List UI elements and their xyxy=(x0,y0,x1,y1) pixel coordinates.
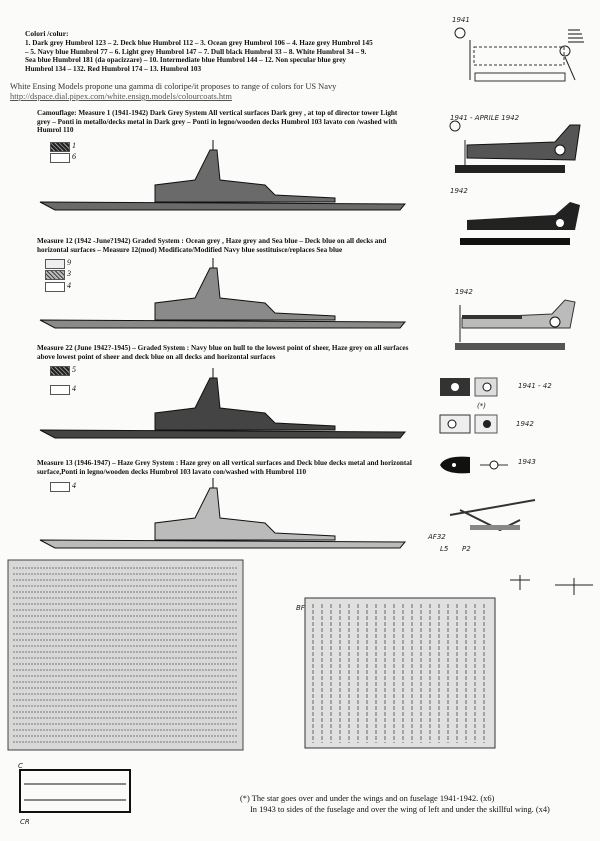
seaplane-b2-profile xyxy=(460,202,580,245)
swatch-number: 4 xyxy=(67,281,71,290)
insignia-marker: (*) xyxy=(477,402,486,410)
aircraft-b-year: 1941 - APRILE 1942 xyxy=(450,114,520,122)
white-ensign-note: White Ensing Models propone una gamma di… xyxy=(10,82,390,102)
part-label-l5: L5 xyxy=(440,545,449,553)
color-swatch xyxy=(45,259,65,269)
part-label-p2: P2 xyxy=(462,545,471,553)
ship-profile-measure-1 xyxy=(39,140,407,211)
ship-profile-measure-13 xyxy=(39,478,407,549)
swatch-number: 5 xyxy=(72,365,76,374)
aircraft-small-views xyxy=(510,575,593,595)
ship-profile-measure-12 xyxy=(39,258,407,329)
aircraft-c-year: 1942 xyxy=(455,288,473,296)
note-line-1: The star goes over and under the wings a… xyxy=(251,794,495,803)
note-line-2: In 1943 to sides of the fuselage and ove… xyxy=(250,805,550,814)
insignia-year: 1943 xyxy=(518,458,536,466)
measure-1-text: Camouflage: Measure 1 (1941-1942) Dark G… xyxy=(37,109,398,135)
ensign-text: White Ensing Models propone una gamma di… xyxy=(10,82,337,91)
swatch-number: 4 xyxy=(72,384,76,393)
ship-hull xyxy=(39,377,407,439)
sprue-label-c: C xyxy=(18,762,23,770)
part-label-af: AF32 xyxy=(428,533,446,541)
parts-sprue-railings xyxy=(19,769,131,813)
pe-label-bf: BF xyxy=(296,604,305,612)
color-swatch xyxy=(45,282,65,292)
color-swatch xyxy=(50,482,70,492)
ensign-link[interactable]: http://dspace.dial.pipex.com/white.ensig… xyxy=(10,92,232,101)
ship-hull xyxy=(39,267,407,329)
seaplane-3d-view xyxy=(449,499,536,532)
measure-12-text: Measure 12 (1942 -June?1942) Graded Syst… xyxy=(37,237,387,254)
measure-13-text: Measure 13 (1946-1947) – Haze Grey Syste… xyxy=(37,459,412,476)
ship-hull xyxy=(39,487,407,549)
ship-hull xyxy=(39,149,407,211)
colors-title: Colori /colur: xyxy=(25,29,69,38)
insignia-year: 1942 xyxy=(516,420,534,428)
swatch-number: 6 xyxy=(72,152,76,161)
color-swatch xyxy=(50,142,70,152)
photo-etch-fret xyxy=(304,597,496,749)
swatch-number: 4 xyxy=(72,481,76,490)
swatch-number: 9 xyxy=(67,258,71,267)
color-swatch xyxy=(50,153,70,163)
wing-insignia-row-2 xyxy=(439,414,498,434)
colors-list: 1. Dark grey Humbrol 123 – 2. Deck blue … xyxy=(25,39,373,73)
measure-22-text: Measure 22 (June 1942?-1945) – Graded Sy… xyxy=(37,344,409,361)
swatch-number: 1 xyxy=(72,141,76,150)
aircraft-a-year: 1941 xyxy=(452,16,470,24)
insignia-note: (*) The star goes over and under the win… xyxy=(240,793,600,815)
seaplane-a-profile xyxy=(454,27,584,82)
wing-insignia-row-3 xyxy=(440,456,508,474)
color-swatch xyxy=(45,270,65,280)
ship-profile-measure-22 xyxy=(39,368,407,439)
seaplane-c-profile xyxy=(455,299,576,350)
sprue-label-cr: CR xyxy=(20,818,30,826)
aircraft-b2-year: 1942 xyxy=(450,187,468,195)
note-marker: (*) xyxy=(240,794,250,803)
color-swatch xyxy=(50,385,70,395)
swatch-number: 3 xyxy=(67,269,71,278)
insignia-year: 1941 - 42 xyxy=(518,382,552,390)
parts-sprue-main xyxy=(7,559,244,751)
seaplane-b-profile xyxy=(449,120,581,173)
color-swatch xyxy=(50,366,70,376)
wing-insignia-row-1 xyxy=(440,377,498,397)
